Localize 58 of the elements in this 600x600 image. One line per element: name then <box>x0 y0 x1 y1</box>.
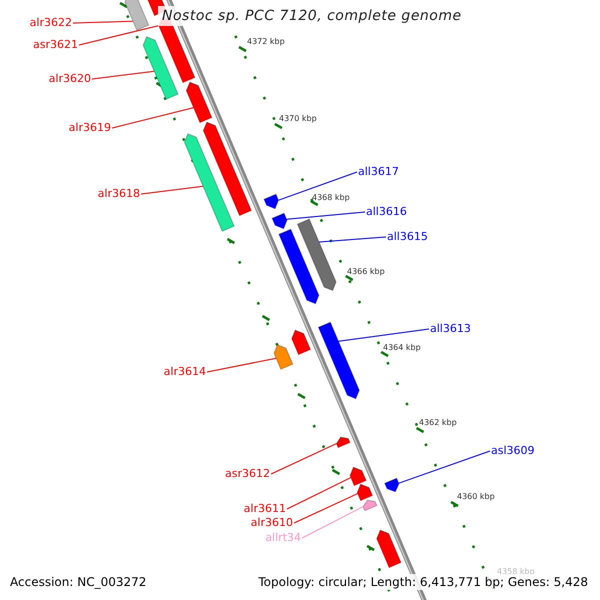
gene-bar <box>186 81 213 124</box>
leader-line <box>318 236 386 242</box>
gene-label: alr3620 <box>48 72 91 86</box>
scale-label: 4366 kbp <box>347 267 385 277</box>
leader-line <box>294 493 358 524</box>
gene-bar <box>124 0 150 31</box>
gene-label: all3613 <box>430 322 471 336</box>
gene-bar <box>142 36 179 100</box>
gene-label: asr3612 <box>225 467 270 481</box>
leader-line <box>206 358 277 372</box>
leader-line <box>398 450 490 484</box>
scale-label: 4372 kbp <box>247 37 285 47</box>
leader-line <box>78 25 160 46</box>
leader-line <box>72 20 134 24</box>
gene-bar <box>202 121 252 216</box>
scale-label: 4364 kbp <box>383 343 421 353</box>
gene-bar <box>263 194 280 210</box>
gene-label: alr3622 <box>30 16 72 30</box>
scale-label: 4368 kbp <box>312 193 350 203</box>
gene-bar <box>318 322 360 400</box>
gene-label: alr3614 <box>164 365 206 379</box>
leader-line <box>286 212 366 220</box>
gene-bar <box>273 344 294 370</box>
scale-label: 4370 kbp <box>279 114 317 124</box>
gene-label: alr3618 <box>98 187 140 201</box>
gene-bar <box>356 483 374 502</box>
gene-label: all3615 <box>387 230 428 244</box>
gene-label: alr3611 <box>244 502 286 516</box>
gene-label: alr3610 <box>250 516 293 530</box>
gene-bar <box>271 212 288 230</box>
gene-label: all3616 <box>366 205 407 219</box>
footer-text: Topology: circular; Length: 6,413,771 bp; Genes: 5,428 <box>256 574 590 590</box>
gene-bar <box>376 529 402 568</box>
gene-bar <box>278 228 320 304</box>
gene-label: asr3621 <box>33 38 78 52</box>
gene-label: alr3619 <box>68 121 111 135</box>
scale-label: 4360 kbp <box>457 492 495 502</box>
leader-line <box>270 443 337 474</box>
scale-label: 4358 kbp <box>497 567 535 576</box>
footer-text: Accession: NC_003272 <box>8 574 148 590</box>
leader-line <box>338 328 430 342</box>
scale-label: 4362 kbp <box>419 418 457 428</box>
gene-label: allrt34 <box>265 531 301 545</box>
gene-bar <box>291 329 312 356</box>
gene-label: asl3609 <box>491 444 535 458</box>
leader-line <box>286 477 352 510</box>
leader-line <box>140 186 204 194</box>
leader-line <box>302 506 364 538</box>
gene-bar <box>184 133 235 232</box>
leader-line <box>112 107 194 128</box>
gene-bar <box>384 478 400 492</box>
gene-bar <box>362 500 378 512</box>
gene-bar <box>349 466 367 486</box>
leader-line <box>278 172 358 201</box>
leader-line <box>92 70 155 80</box>
gene-bar <box>296 218 337 292</box>
gene-bar <box>336 436 351 448</box>
gene-label: all3617 <box>358 165 399 179</box>
